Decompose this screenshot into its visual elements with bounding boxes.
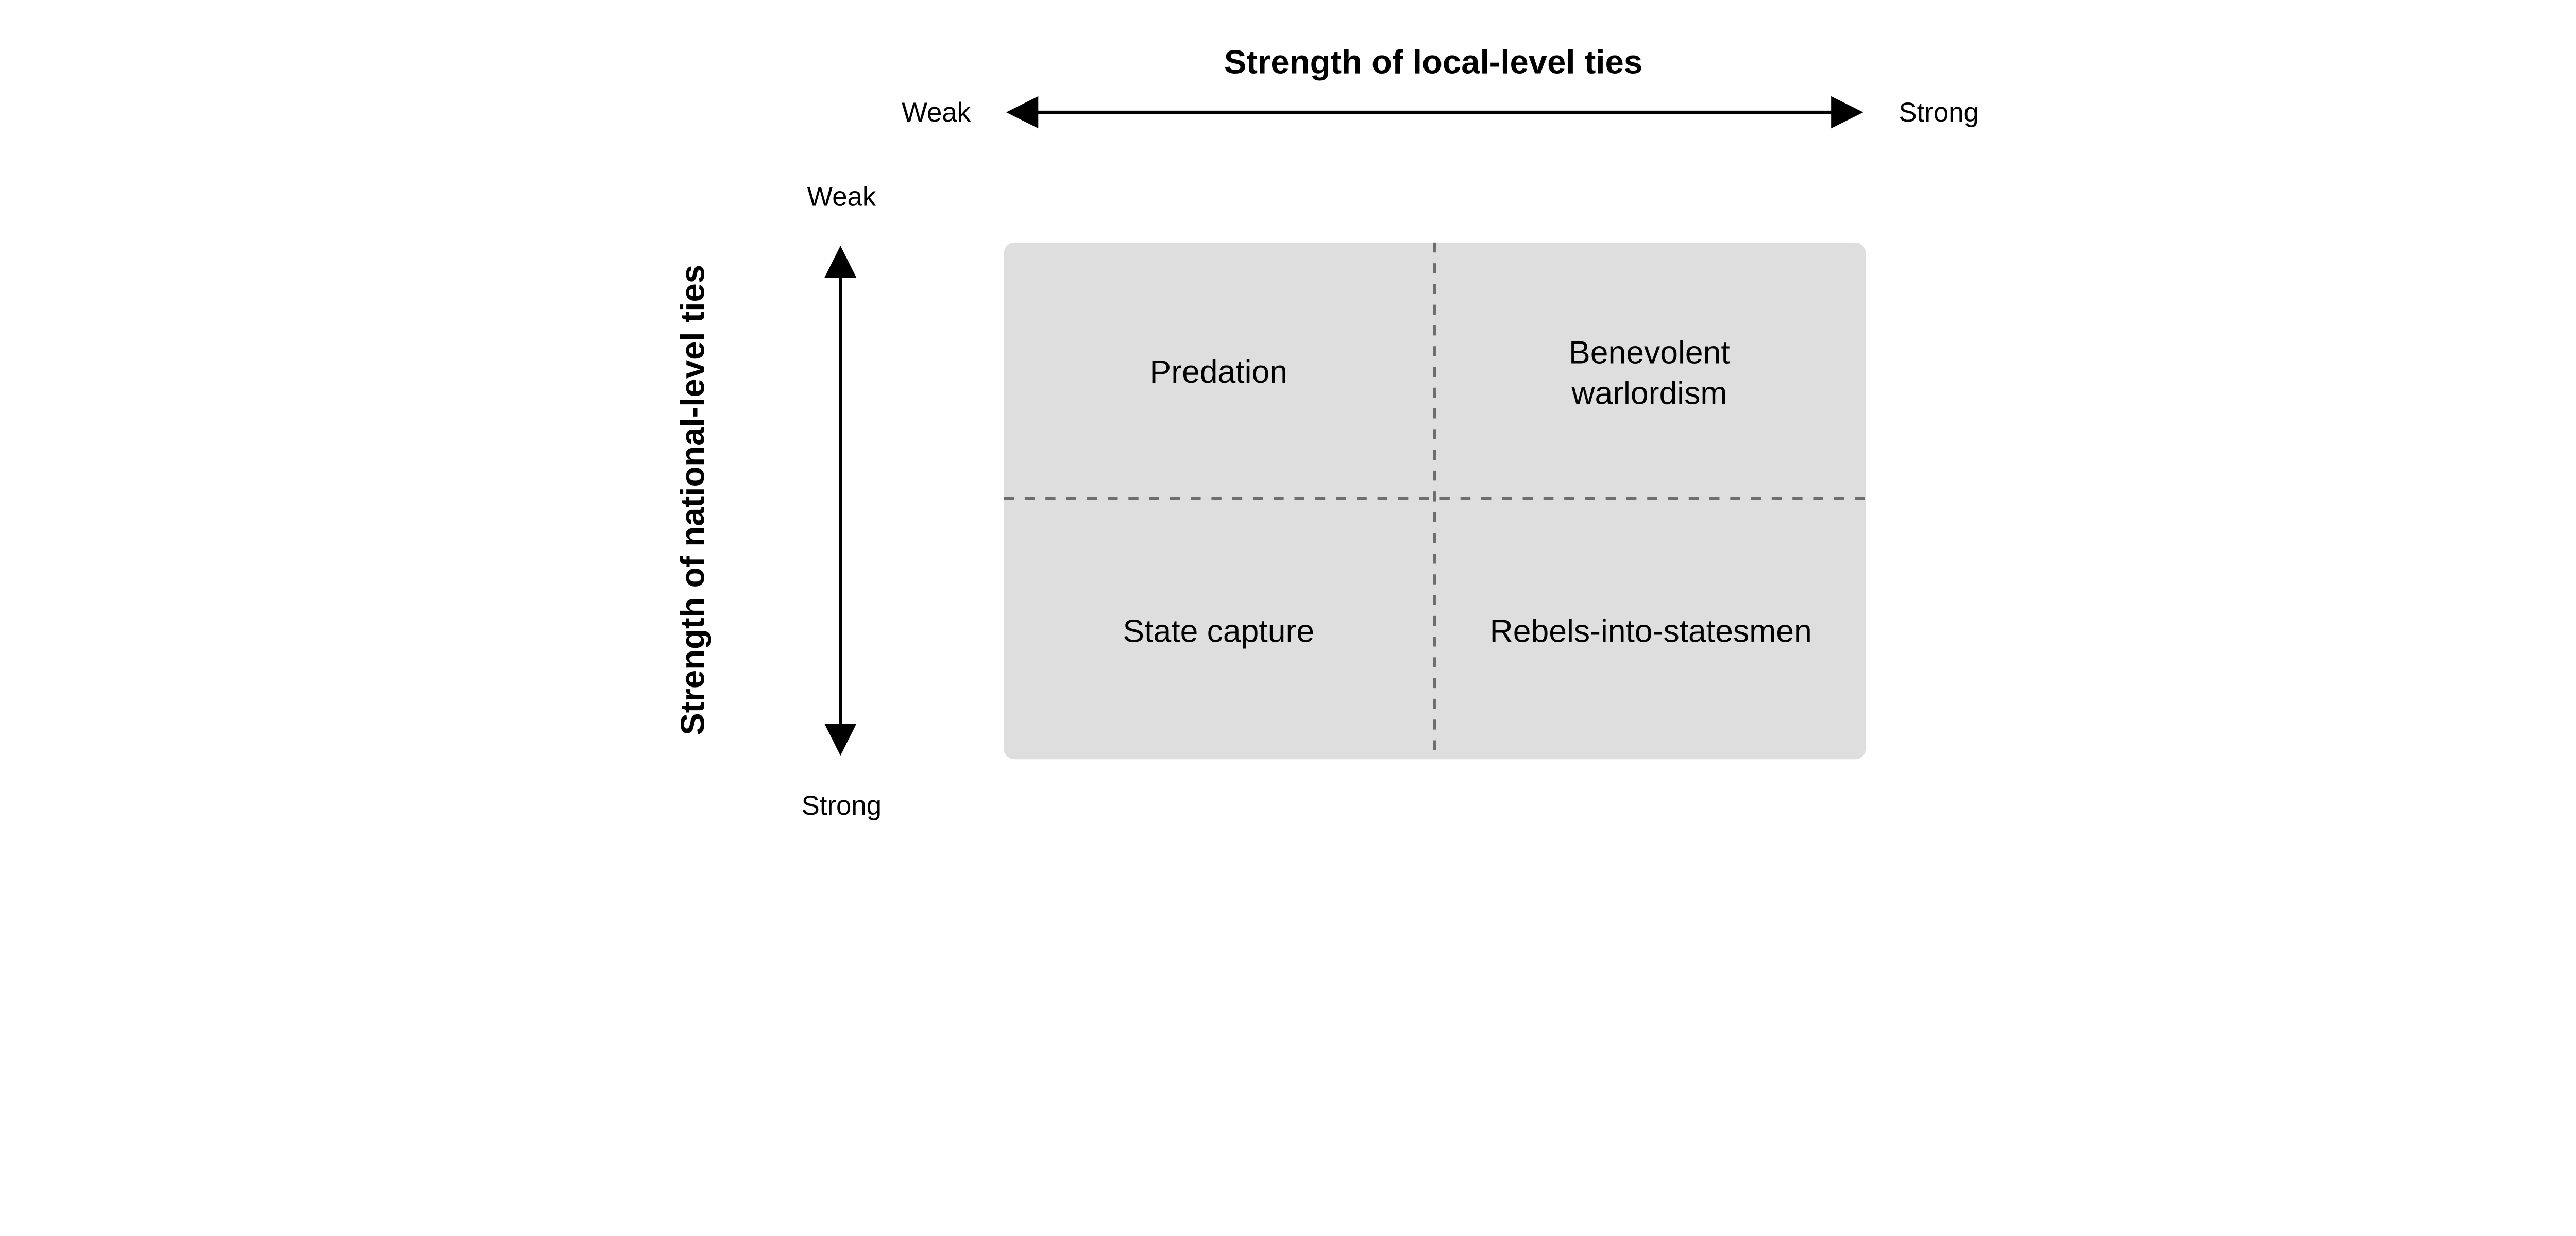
quadrant-state-capture: State capture [1123, 613, 1314, 649]
vertical-axis-strong-label: Strong [802, 791, 882, 821]
quadrant-rebels-into-statesmen: Rebels-into-statesmen [1490, 613, 1812, 649]
vertical-axis-title: Strength of national-level ties [674, 265, 711, 735]
horizontal-axis-weak-label: Weak [902, 97, 971, 128]
quadrant-predation: Predation [1150, 354, 1287, 390]
typology-diagram: Strength of local-level ties Weak Strong… [674, 43, 1979, 821]
horizontal-axis-strong-label: Strong [1899, 97, 1978, 128]
quadrant-benevolent-warlordism-line2: warlordism [1571, 375, 1727, 411]
vertical-axis-weak-label: Weak [807, 181, 876, 212]
quadrant-benevolent-warlordism-line1: Benevolent [1569, 335, 1730, 371]
horizontal-axis-title: Strength of local-level ties [1224, 43, 1642, 80]
